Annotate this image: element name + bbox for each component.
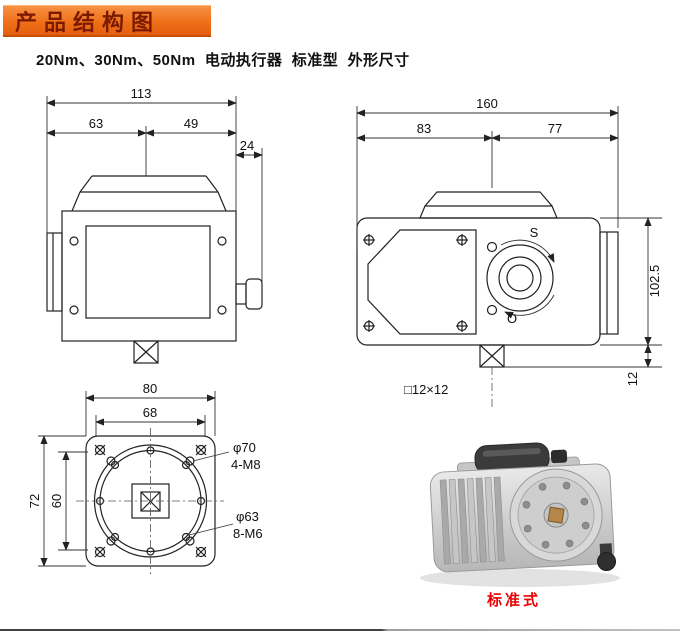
photo-caption: 标准式: [486, 592, 541, 609]
dim-77-label: 77: [548, 121, 562, 136]
rotation-arc-open: [504, 294, 555, 319]
side-view: [356, 191, 619, 368]
side-inner-panel: [367, 229, 477, 335]
photo-brass-shaft: [547, 506, 565, 524]
dim-113-label: 113: [131, 86, 152, 101]
photo-knob: [550, 449, 568, 464]
front-side-flange: [46, 232, 63, 312]
dim-80-label: 80: [143, 381, 157, 396]
screw-icon: [69, 236, 79, 246]
subtitle: 20Nm、30Nm、50Nm 电动执行器 标准型 外形尺寸: [36, 52, 410, 69]
dim-160-label: 160: [476, 96, 498, 111]
photo-cable-gland-nut: [597, 552, 617, 572]
shaft-size-label: □12×12: [404, 382, 448, 397]
shut-mark-label: S: [530, 225, 539, 240]
m6-hole: [110, 460, 120, 470]
dim-83-label: 83: [417, 121, 431, 136]
m6-hole: [181, 532, 191, 542]
front-output-shaft: [133, 340, 159, 364]
photo-face-screws: [522, 481, 590, 549]
product-photo: [420, 442, 620, 587]
rotation-arc-shut: [500, 239, 555, 263]
screw-icon: [94, 444, 106, 456]
m6-hole: [110, 532, 120, 542]
side-top-cap: [419, 191, 558, 219]
screw-icon: [217, 305, 227, 315]
screw-icon: [486, 304, 498, 316]
m6-hole: [181, 460, 191, 470]
screw-icon: [195, 546, 207, 558]
page-title: 产品结构图: [15, 10, 161, 35]
front-cable-gland: [235, 283, 247, 305]
bottom-view: [76, 428, 224, 574]
screw-icon: [363, 234, 375, 246]
dim-63-label: 63: [89, 116, 103, 131]
side-view-dimensions: 160 83 77 102.5 12 □12×12 S O: [356, 96, 662, 408]
front-cable-gland-nut: [245, 278, 263, 310]
side-terminal-connector: [599, 231, 619, 335]
dim-72-label: 72: [27, 494, 42, 508]
front-view-dimensions: 113 63 49 24: [46, 86, 263, 282]
dim-102-5-label: 102.5: [647, 265, 662, 298]
bolt-circle-63-label: φ63: [236, 509, 259, 524]
dim-49-label: 49: [184, 116, 198, 131]
dim-12-label: 12: [625, 372, 640, 386]
screw-icon: [456, 234, 468, 246]
screw-icon: [217, 236, 227, 246]
dim-24-label: 24: [240, 138, 254, 153]
screw-icon: [486, 241, 498, 253]
bottom-divider: [0, 629, 680, 631]
photo-ribs: [439, 476, 505, 565]
screw-icon: [456, 320, 468, 332]
dim-60-label: 60: [49, 494, 64, 508]
bottom-view-dimensions: 80 68 72 60 φ70 4-M8 φ63 8-M6: [27, 381, 263, 567]
bolt-spec-m8-label: 4-M8: [231, 457, 261, 472]
open-mark-label: O: [507, 311, 517, 326]
photo-shadow: [420, 569, 620, 587]
dim-68-label: 68: [143, 405, 157, 420]
bolt-circle-70-label: φ70: [233, 440, 256, 455]
screw-icon: [69, 305, 79, 315]
screw-icon: [195, 444, 207, 456]
front-view: [46, 175, 263, 364]
side-output-circle: [486, 244, 554, 312]
page-title-banner: 产品结构图: [3, 5, 211, 37]
front-panel: [85, 225, 211, 319]
screw-icon: [94, 546, 106, 558]
bolt-spec-m6-label: 8-M6: [233, 526, 263, 541]
screw-icon: [363, 320, 375, 332]
